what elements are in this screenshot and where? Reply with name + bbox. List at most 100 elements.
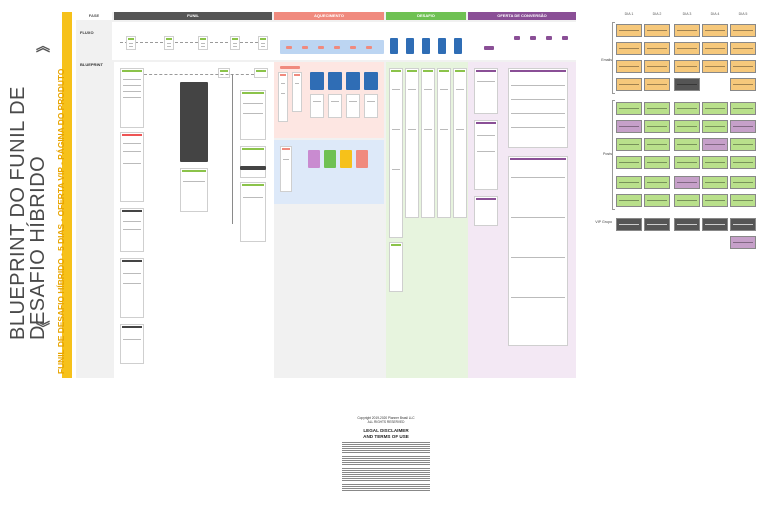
calendar-card[interactable]: [674, 120, 700, 133]
calendar-card[interactable]: [702, 42, 728, 55]
oferta-page[interactable]: [474, 120, 498, 190]
funnel-page[interactable]: [120, 258, 144, 318]
calendar-card[interactable]: [730, 176, 756, 189]
aquecimento-node[interactable]: [280, 66, 300, 69]
flow-oferta-node[interactable]: [484, 46, 494, 50]
calendar-card[interactable]: [616, 218, 642, 231]
calendar-card[interactable]: [730, 60, 756, 73]
calendar-card[interactable]: [616, 194, 642, 207]
flow-node[interactable]: [350, 46, 356, 49]
calendar-card[interactable]: [616, 176, 642, 189]
calendar-card[interactable]: [616, 78, 642, 91]
aquecimento-page[interactable]: [310, 94, 324, 118]
funnel-page[interactable]: [240, 182, 266, 242]
calendar-card[interactable]: [702, 24, 728, 37]
aquecimento-page[interactable]: [346, 94, 360, 118]
flow-page[interactable]: [198, 36, 208, 50]
desafio-day-column[interactable]: [453, 68, 467, 218]
calendar-card[interactable]: [702, 218, 728, 231]
calendar-card[interactable]: [644, 194, 670, 207]
flow-page[interactable]: [126, 36, 136, 50]
desafio-page[interactable]: [389, 242, 403, 292]
funnel-page[interactable]: [120, 208, 144, 252]
flow-oferta-node[interactable]: [530, 36, 536, 40]
aquecimento-page[interactable]: [278, 72, 288, 122]
calendar-card[interactable]: [674, 102, 700, 115]
funnel-node[interactable]: [254, 68, 268, 78]
flow-page[interactable]: [164, 36, 174, 50]
calendar-card[interactable]: [644, 42, 670, 55]
aquecimento-page[interactable]: [280, 146, 292, 192]
calendar-card[interactable]: [674, 24, 700, 37]
aquecimento-page[interactable]: [364, 94, 378, 118]
calendar-card[interactable]: [730, 42, 756, 55]
aquecimento-card[interactable]: [340, 150, 352, 168]
calendar-card[interactable]: [730, 218, 756, 231]
calendar-card[interactable]: [674, 194, 700, 207]
calendar-card[interactable]: [644, 102, 670, 115]
calendar-card[interactable]: [702, 138, 728, 151]
flow-node[interactable]: [302, 46, 308, 49]
desafio-day-column[interactable]: [389, 68, 403, 238]
calendar-card[interactable]: [730, 120, 756, 133]
aquecimento-card[interactable]: [328, 72, 342, 90]
flow-node[interactable]: [318, 46, 324, 49]
blueprint-board[interactable]: FASE FUNIL AQUECIMENTO DESAFIO OFERTA DE…: [76, 12, 576, 378]
calendar-card[interactable]: [644, 78, 670, 91]
calendar-card[interactable]: [674, 176, 700, 189]
funnel-node[interactable]: [218, 68, 230, 78]
calendar-card[interactable]: [616, 138, 642, 151]
flow-node[interactable]: [286, 46, 292, 49]
desafio-day-column[interactable]: [421, 68, 435, 218]
calendar-card[interactable]: [702, 176, 728, 189]
flow-page[interactable]: [230, 36, 240, 50]
funnel-page[interactable]: [120, 68, 144, 128]
calendar-card[interactable]: [616, 120, 642, 133]
oferta-email-block[interactable]: [508, 156, 568, 346]
flow-aquecimento-block[interactable]: [280, 40, 384, 54]
calendar-card[interactable]: [644, 218, 670, 231]
flow-desafio-day[interactable]: [454, 38, 462, 54]
calendar-card[interactable]: [702, 194, 728, 207]
oferta-email-block[interactable]: [508, 68, 568, 148]
flow-node[interactable]: [366, 46, 372, 49]
oferta-page[interactable]: [474, 68, 498, 114]
calendar-card[interactable]: [674, 78, 700, 91]
funnel-page[interactable]: [120, 324, 144, 364]
calendar-card[interactable]: [730, 194, 756, 207]
calendar-card[interactable]: [616, 156, 642, 169]
calendar-card[interactable]: [674, 156, 700, 169]
flow-oferta-node[interactable]: [514, 36, 520, 40]
flow-oferta-node[interactable]: [562, 36, 568, 40]
aquecimento-card[interactable]: [346, 72, 360, 90]
calendar-card[interactable]: [730, 236, 756, 249]
aquecimento-page[interactable]: [292, 72, 302, 112]
calendar-card[interactable]: [674, 218, 700, 231]
oferta-page[interactable]: [474, 196, 498, 226]
aquecimento-card[interactable]: [308, 150, 320, 168]
desafio-day-column[interactable]: [405, 68, 419, 218]
calendar-card[interactable]: [644, 156, 670, 169]
flow-desafio-day[interactable]: [390, 38, 398, 54]
calendar-card[interactable]: [644, 60, 670, 73]
aquecimento-card[interactable]: [356, 150, 368, 168]
aquecimento-card[interactable]: [310, 72, 324, 90]
aquecimento-card[interactable]: [324, 150, 336, 168]
flow-desafio-day[interactable]: [438, 38, 446, 54]
flow-node[interactable]: [334, 46, 340, 49]
calendar-card[interactable]: [616, 42, 642, 55]
funnel-page[interactable]: [120, 132, 144, 202]
calendar-card[interactable]: [702, 120, 728, 133]
calendar-card[interactable]: [730, 24, 756, 37]
funnel-thankyou-page[interactable]: [180, 82, 208, 162]
calendar-card[interactable]: [702, 102, 728, 115]
calendar-card[interactable]: [702, 60, 728, 73]
calendar-card[interactable]: [674, 42, 700, 55]
flow-desafio-day[interactable]: [406, 38, 414, 54]
calendar-card[interactable]: [702, 156, 728, 169]
calendar-card[interactable]: [730, 138, 756, 151]
calendar-card[interactable]: [616, 102, 642, 115]
flow-oferta-node[interactable]: [546, 36, 552, 40]
calendar-card[interactable]: [616, 60, 642, 73]
calendar-card[interactable]: [674, 138, 700, 151]
